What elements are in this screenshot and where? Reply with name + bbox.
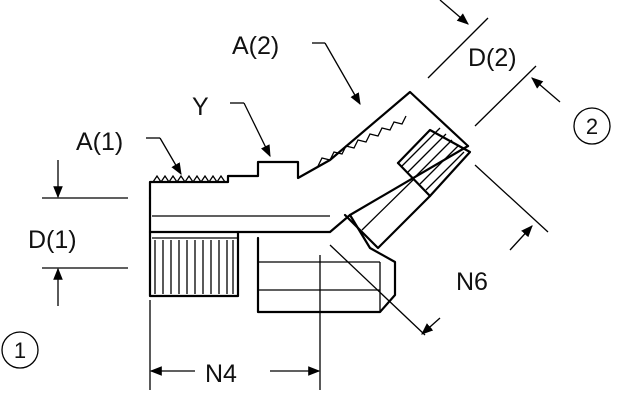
label-d1: D(1) [28,226,77,254]
outlet-thread-side [401,127,465,191]
port-2-callout: 2 [573,107,611,145]
label-d2: D(2) [468,44,517,72]
dimension-d2 [427,0,561,127]
leader-a2 [312,42,361,106]
inlet-thread-top [152,174,226,184]
leader-y [230,102,271,158]
fitting-body [148,90,472,314]
inlet-thread-bottom [152,237,238,294]
label-y: Y [192,93,209,121]
port-1-number: 1 [14,338,26,363]
label-a2: A(2) [232,32,279,60]
label-n6: N6 [456,268,488,296]
outlet-thread-top [317,115,407,167]
leader-a1 [146,137,182,176]
dimension-n4 [149,255,321,390]
port-1-callout: 1 [1,331,39,369]
label-n4: N4 [205,360,237,388]
port-2-number: 2 [586,114,598,139]
dimension-d1 [42,160,128,306]
label-a1: A(1) [76,128,123,156]
dimension-n6 [329,164,549,336]
